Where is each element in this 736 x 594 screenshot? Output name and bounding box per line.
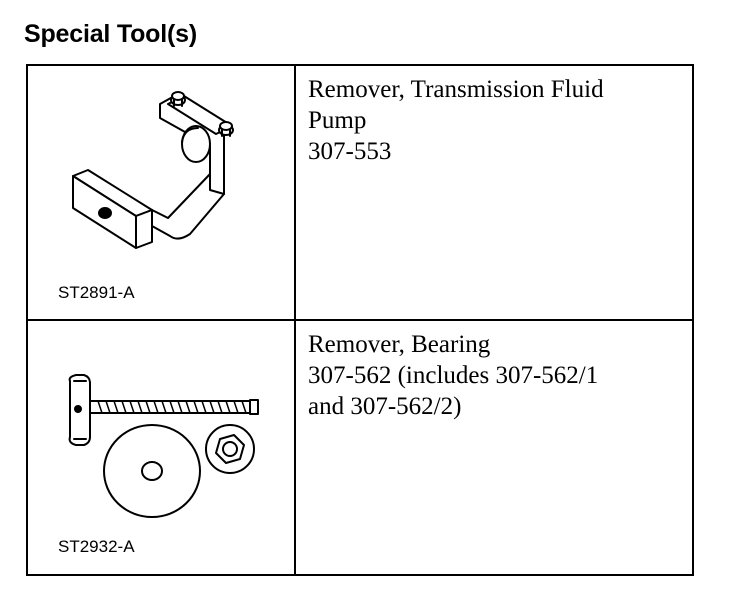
bearing-remover-illustration [68, 374, 259, 518]
tool-part-number: 307-562 (includes 307-562/1 [308, 362, 599, 389]
tool-description-line: Remover, Bearing [308, 331, 491, 358]
tool-image-cell: ST2891-A [28, 66, 296, 319]
tool-description-line: Pump [308, 107, 367, 134]
tool-image-cell: ST2932-A [28, 321, 296, 574]
tool-description-cell: Remover, Transmission Fluid Pump 307-553 [296, 66, 692, 319]
tool-image-code: ST2891-A [58, 283, 135, 302]
tool-image-code: ST2932-A [58, 537, 135, 556]
table-row: ST2932-A Remover, Bearing 307-562 (inclu… [28, 321, 692, 574]
special-tools-table: ST2891-A Remover, Transmission Fluid Pum… [26, 64, 694, 576]
tool-description: Remover, Transmission Fluid Pump 307-553 [308, 74, 668, 167]
tool-description: Remover, Bearing 307-562 (includes 307-5… [308, 329, 668, 422]
pump-remover-illustration [72, 91, 234, 249]
tool-description-line: Remover, Transmission Fluid [308, 76, 604, 103]
section-heading: Special Tool(s) [24, 20, 197, 48]
tool-part-number: 307-553 [308, 138, 392, 165]
tool-description-line: and 307-562/2) [308, 393, 462, 420]
tool-description-cell: Remover, Bearing 307-562 (includes 307-5… [296, 321, 692, 574]
table-row: ST2891-A Remover, Transmission Fluid Pum… [28, 66, 692, 321]
